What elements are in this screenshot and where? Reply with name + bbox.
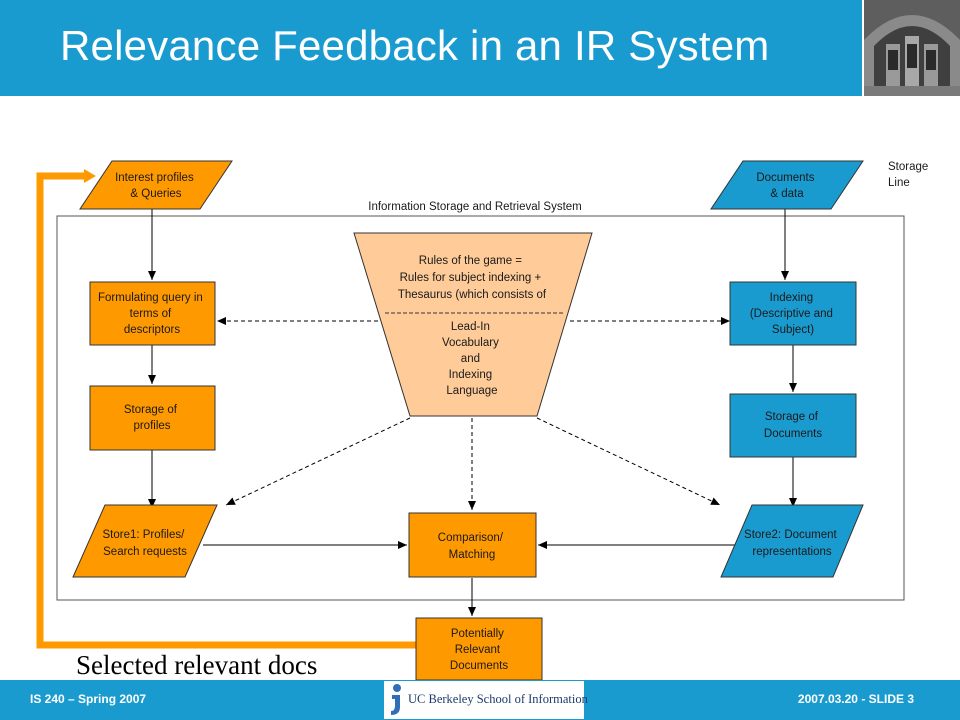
footer-course: IS 240 – Spring 2007 <box>30 692 147 706</box>
svg-text:Store2: Document represe: Store2: Document representations <box>744 529 840 558</box>
svg-text:Storage of Documents: Storage of Documents <box>764 411 822 440</box>
node-store2: Store2: Document representations <box>720 504 864 578</box>
svg-text:Formulating query in ter: Formulating query in terms of descriptor… <box>98 292 206 336</box>
slide-title: Relevance Feedback in an IR System <box>60 22 770 69</box>
svg-text:Comparison/ Matching: Comparison/ Matching <box>438 532 506 561</box>
svg-text:Storage of profiles: Storage of profiles <box>124 404 180 432</box>
dashed-rules-to-store2 <box>536 417 721 506</box>
svg-text:Potentially Relevant: Potentially Relevant Documents <box>450 628 508 672</box>
svg-text:Store1: Profiles/ Search: Store1: Profiles/ Search requests <box>102 529 187 558</box>
node-store1: Store1: Profiles/ Search requests <box>72 504 218 578</box>
node-rules-of-the-game: Rules of the game = Rules for subject in… <box>353 232 593 417</box>
node-potentially-relevant: Potentially Relevant Documents <box>415 617 543 681</box>
system-boundary <box>56 215 905 601</box>
node-storage-profiles: Storage of profiles <box>89 385 216 451</box>
node-indexing: Indexing (Descriptive and Subject) <box>729 281 857 346</box>
logo-text: UC Berkeley School of Information <box>408 692 588 706</box>
svg-text:Indexing (Descriptive an: Indexing (Descriptive and Subject) <box>750 292 836 336</box>
node-storage-documents: Storage of Documents <box>729 393 857 458</box>
title-bar <box>0 0 862 96</box>
selected-relevant-docs-caption: Selected relevant docs <box>76 650 318 680</box>
storage-line-label: Storage Line <box>888 161 931 189</box>
logo-mark-icon <box>391 684 401 715</box>
node-interest-profiles: Interest profiles & Queries <box>79 160 233 210</box>
svg-text:Lead-In Vocabulary: Lead-In Vocabulary and Indexing Language <box>442 321 502 397</box>
svg-text:Documents & data: Documents & data <box>756 172 817 200</box>
dashed-rules-to-store1 <box>225 417 411 506</box>
feedback-loop-arrow <box>36 169 416 649</box>
system-label: Information Storage and Retrieval System <box>368 201 582 213</box>
building-photo-image <box>864 0 960 96</box>
school-logo: UC Berkeley School of Information <box>384 681 588 719</box>
node-comparison-matching: Comparison/ Matching <box>408 512 537 578</box>
svg-text:Interest profiles & Quer: Interest profiles & Queries <box>115 172 197 200</box>
node-documents-data: Documents & data <box>710 160 864 210</box>
building-photo <box>864 0 960 96</box>
svg-text:Rules of the game = Rule: Rules of the game = Rules for subject in… <box>398 255 547 301</box>
node-formulating-query: Formulating query in terms of descriptor… <box>89 281 216 346</box>
footer-slide-number: 2007.03.20 - SLIDE 3 <box>797 692 914 706</box>
